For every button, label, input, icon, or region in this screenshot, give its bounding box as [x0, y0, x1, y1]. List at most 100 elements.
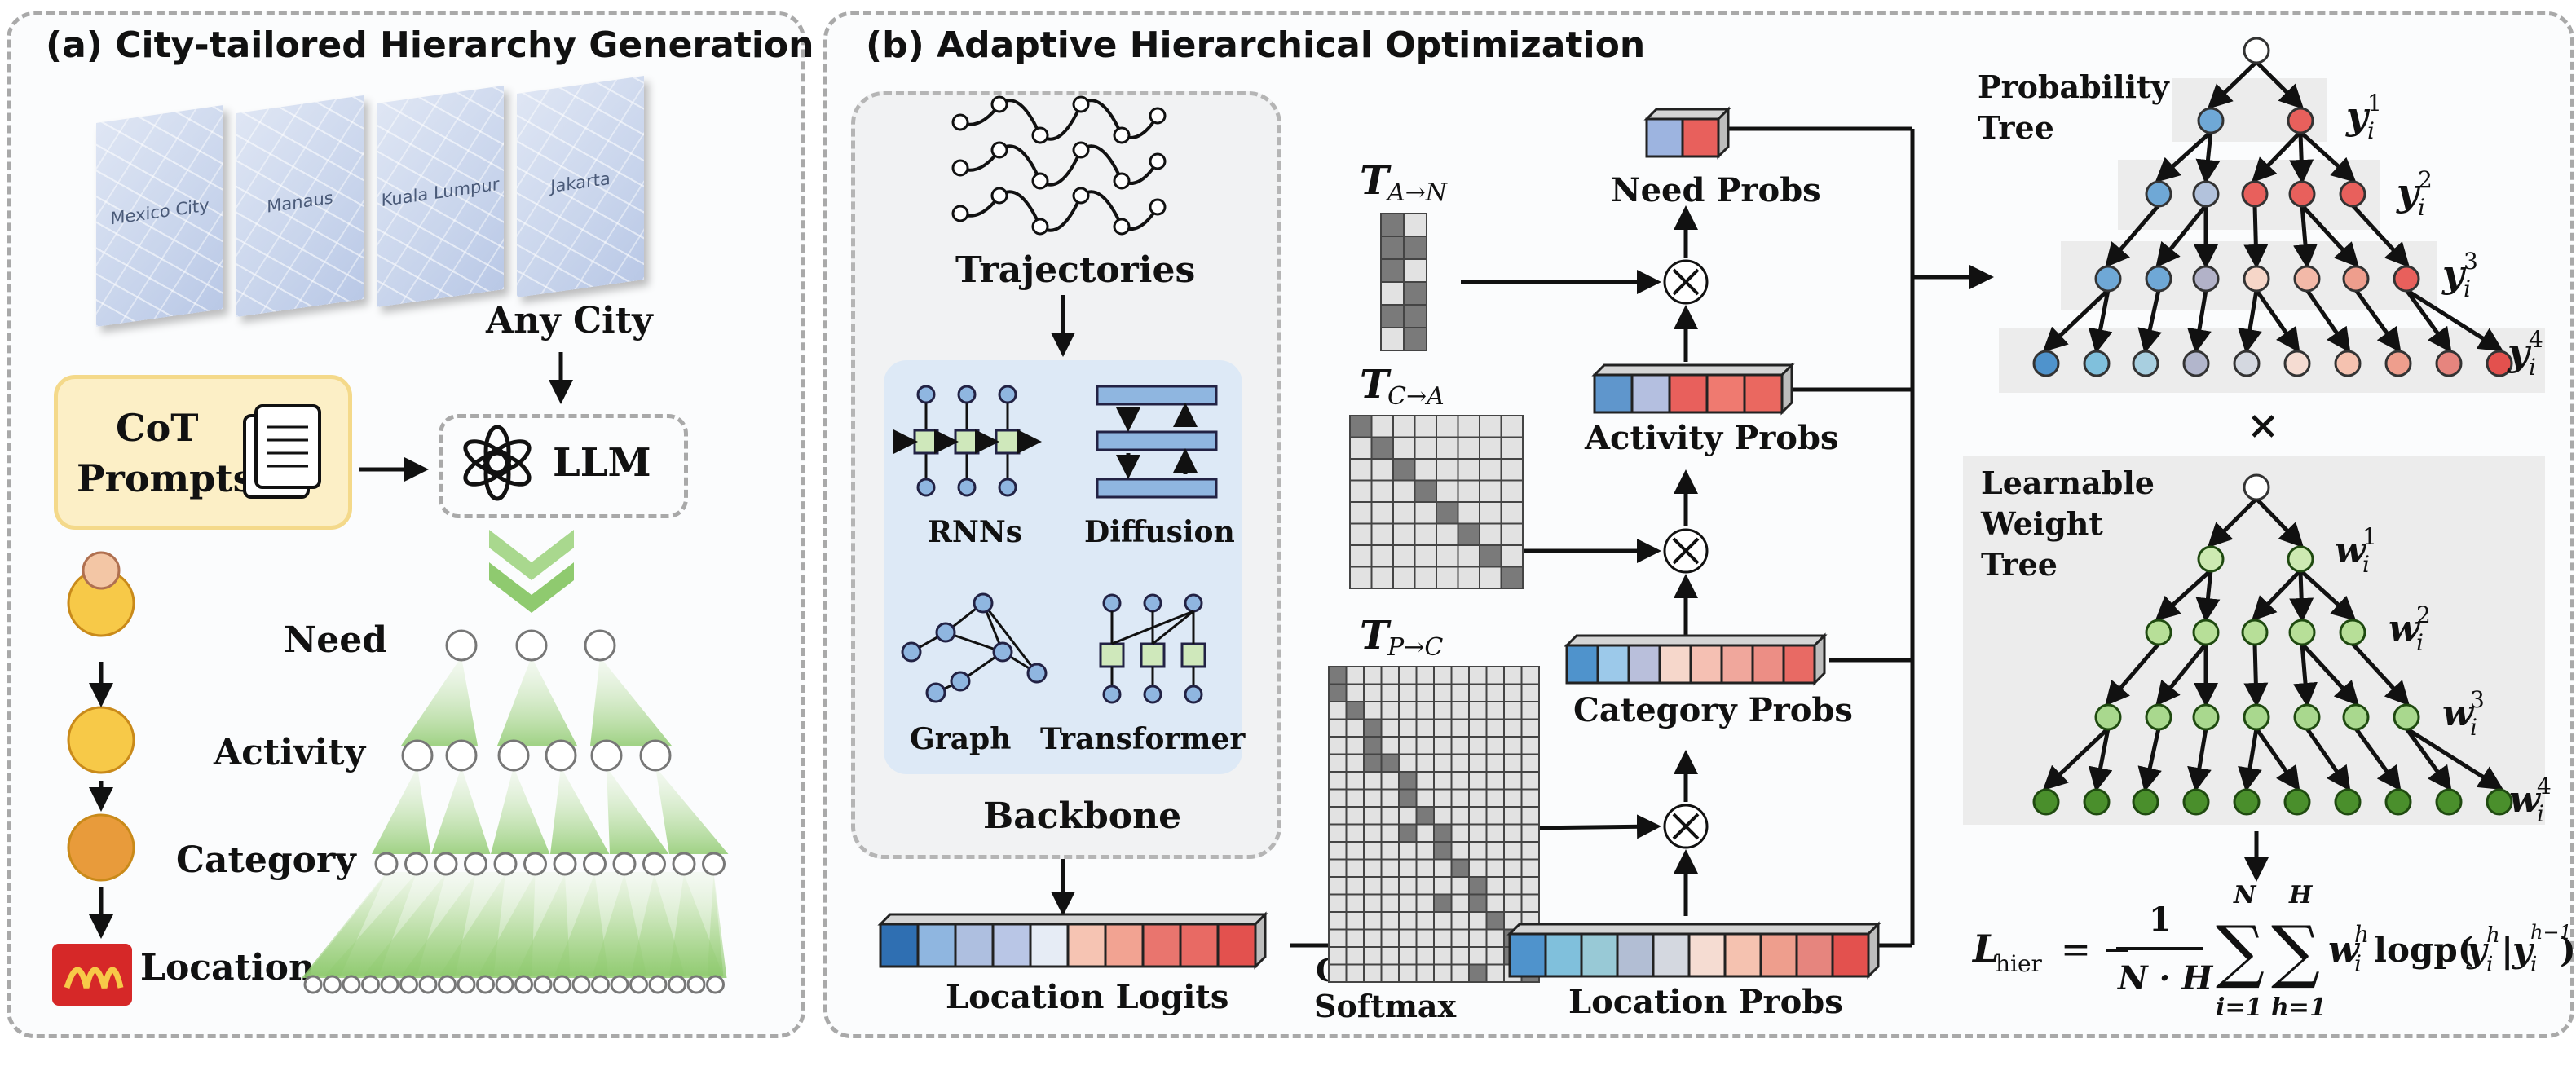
- tpc-matrix-cell: [1380, 718, 1400, 738]
- trajectory-point: [1031, 126, 1049, 144]
- tpc-matrix-cell: [1328, 683, 1348, 702]
- tpc-matrix-cell: [1398, 788, 1418, 808]
- tpc-matrix-cell: [1345, 963, 1365, 983]
- tca-matrix-cell: [1500, 522, 1524, 546]
- location-node: [686, 975, 706, 994]
- tpc-matrix-cell: [1520, 788, 1540, 808]
- tpc-matrix-cell: [1363, 666, 1383, 685]
- tpc-matrix-cell: [1468, 911, 1488, 931]
- tpc-matrix-cell: [1415, 963, 1435, 983]
- tpc-matrix-cell: [1363, 893, 1383, 913]
- tpc-matrix-cell: [1415, 683, 1435, 702]
- prob-tree-node: [2197, 107, 2225, 134]
- prob-level-label: y: [2441, 252, 2467, 296]
- tpc-matrix-cell: [1468, 718, 1488, 738]
- tpc-matrix-cell: [1450, 963, 1470, 983]
- transformer-label: Transformer: [1040, 722, 1246, 756]
- backbone-models-box: [884, 360, 1242, 774]
- weight-level-label: w: [2335, 530, 2367, 571]
- activity-node: [497, 739, 530, 772]
- tpc-matrix-cell: [1415, 771, 1435, 791]
- weight-tree-edge: [2088, 728, 2113, 792]
- weight-level-label: w: [2442, 693, 2475, 734]
- panel-b-title: (b) Adaptive Hierarchical Optimization: [866, 24, 1646, 66]
- trajectory-point: [951, 113, 969, 131]
- tpc-matrix-cell: [1520, 876, 1540, 896]
- tca-matrix-cell: [1349, 458, 1373, 482]
- tpc-matrix-cell: [1345, 946, 1365, 966]
- hierarchy-beam: [439, 874, 505, 976]
- tca-matrix-cell: [1479, 436, 1502, 460]
- tpc-matrix-cell: [1398, 876, 1418, 896]
- formula-y2-sub: i: [2530, 953, 2537, 977]
- tpc-matrix-cell: [1363, 788, 1383, 808]
- tca-matrix-cell: [1500, 415, 1524, 438]
- trajectory-point: [1149, 198, 1167, 216]
- tca-matrix-cell: [1370, 458, 1394, 482]
- tpc-matrix-cell: [1345, 911, 1365, 931]
- tpc-matrix-cell: [1328, 858, 1348, 878]
- tpc-matrix-cell: [1328, 963, 1348, 983]
- diffusion-layer: [1096, 430, 1218, 451]
- weight-level-sub: i: [2416, 629, 2424, 656]
- category-probs-bar-cell: [1782, 644, 1816, 685]
- tpc-matrix-cell: [1433, 683, 1453, 702]
- formula-sum1-bot: i=1: [2216, 993, 2262, 1022]
- tpc-matrix-cell: [1520, 753, 1540, 773]
- prob-tree-node: [2145, 180, 2172, 208]
- prob-level-sub: i: [2367, 117, 2375, 144]
- formula-bar: |: [2501, 930, 2513, 970]
- activity-probs-bar-cell: [1743, 373, 1784, 414]
- tpc-matrix-cell: [1345, 841, 1365, 861]
- tpc-matrix-cell: [1363, 876, 1383, 896]
- tpc-matrix-cell: [1415, 666, 1435, 685]
- weight-tree-edge: [2137, 728, 2162, 792]
- tpc-matrix-cell: [1398, 928, 1418, 948]
- tpc-matrix-cell: [1503, 666, 1523, 685]
- cot-label: CoT: [116, 406, 199, 450]
- need-probs-bar-cell: [1681, 117, 1720, 158]
- weight-tree-node: [2288, 619, 2316, 646]
- trajectory-point: [951, 159, 969, 177]
- tpc-matrix-cell: [1468, 788, 1488, 808]
- tpc-matrix-cell: [1380, 928, 1400, 948]
- prob-tree-edge: [2254, 288, 2300, 353]
- formula-sum2-bot: h=1: [2271, 993, 2327, 1022]
- person-head-icon: [82, 551, 121, 590]
- tca-matrix-cell: [1457, 566, 1480, 589]
- formula-w-sub: i: [2354, 950, 2362, 977]
- tpc-matrix-cell: [1520, 858, 1540, 878]
- graph-node: [950, 671, 971, 692]
- weight-tree-edge: [2155, 642, 2208, 707]
- tca-matrix-cell: [1392, 522, 1416, 546]
- trajectory-point: [1113, 218, 1131, 236]
- trajectories-label: Trajectories: [955, 249, 1196, 291]
- trajectory-point: [1031, 172, 1049, 190]
- tpc-matrix-cell: [1345, 806, 1365, 826]
- weight-tree-node: [2083, 788, 2111, 816]
- need-probs-bar-side: [1717, 106, 1730, 160]
- prob-tree-edge: [2155, 130, 2212, 183]
- prob-tree-edge: [2207, 60, 2258, 110]
- tpc-matrix-cell: [1520, 841, 1540, 861]
- location-logits-bar-cell: [1179, 923, 1220, 968]
- trajectory-point: [990, 141, 1008, 159]
- graph-edge: [981, 602, 1039, 674]
- prob-tree-node: [2393, 265, 2420, 293]
- location-node: [533, 975, 553, 994]
- tpc-matrix-cell: [1503, 683, 1523, 702]
- tca-matrix-cell: [1436, 522, 1459, 546]
- weight-tree-node: [2334, 788, 2362, 816]
- tpc-matrix-cell: [1380, 736, 1400, 755]
- tpc-matrix-cell: [1485, 806, 1505, 826]
- multiply-stroke: [1672, 268, 1700, 296]
- tca-matrix-cell: [1457, 501, 1480, 525]
- tpc-matrix-cell: [1520, 806, 1540, 826]
- tpc-matrix-cell: [1328, 893, 1348, 913]
- formula-sum2-top: H: [2288, 881, 2314, 909]
- tca-matrix-cell: [1370, 479, 1394, 503]
- hierarchy-beam: [707, 874, 724, 976]
- weight-tree-node: [2132, 788, 2159, 816]
- prob-tree-node: [2435, 350, 2463, 377]
- tpc-matrix-cell: [1468, 683, 1488, 702]
